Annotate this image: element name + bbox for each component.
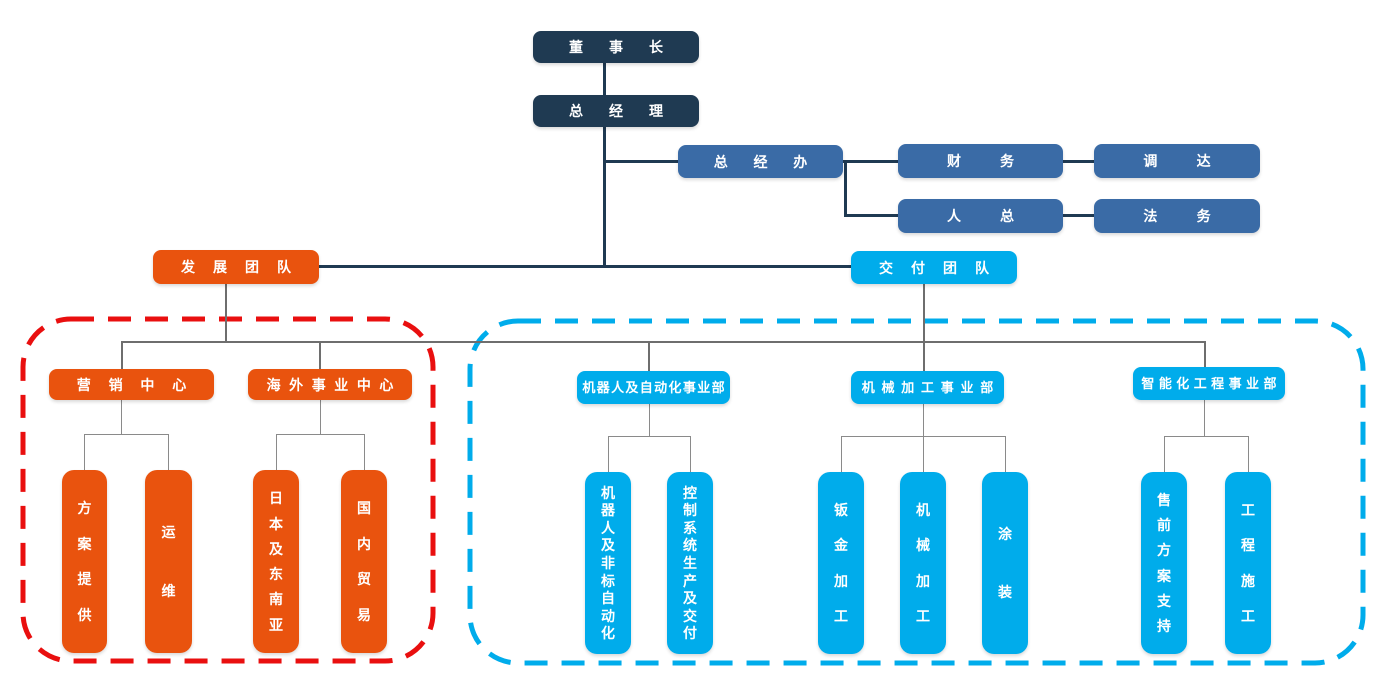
connector xyxy=(605,160,678,163)
node-overseas-business-center: 海外事业中心 xyxy=(248,369,412,400)
connector xyxy=(844,160,847,216)
development-group-frame xyxy=(20,316,436,664)
connector xyxy=(364,434,365,470)
connector xyxy=(608,436,609,472)
node-chairman: 董事长 xyxy=(533,31,699,63)
connector xyxy=(923,341,925,371)
node-legal: 法务 xyxy=(1094,199,1260,233)
connector xyxy=(1005,436,1006,472)
connector xyxy=(320,400,321,434)
node-painting: 涂装 xyxy=(982,472,1028,654)
connector xyxy=(1043,214,1094,217)
connector xyxy=(823,160,898,163)
node-general-manager: 总经理 xyxy=(533,95,699,127)
connector xyxy=(168,434,169,470)
node-procurement: 调达 xyxy=(1094,144,1260,178)
connector xyxy=(84,434,169,435)
connector xyxy=(844,214,898,217)
node-gm-office: 总经办 xyxy=(678,145,843,178)
node-japan-southeast-asia: 日本及东南亚 xyxy=(253,470,299,653)
node-hr: 人总 xyxy=(898,199,1063,233)
connector xyxy=(121,400,122,434)
node-presale-solution-support: 售前方案支持 xyxy=(1141,472,1187,654)
connector xyxy=(923,436,924,472)
node-machining-division: 机械加工事业部 xyxy=(851,371,1004,404)
connector xyxy=(608,436,691,437)
node-development-team: 发展团队 xyxy=(153,250,319,284)
connector xyxy=(319,341,321,369)
connector xyxy=(648,341,650,371)
connector xyxy=(84,434,85,470)
node-machining: 机械加工 xyxy=(900,472,946,654)
node-marketing-center: 营销中心 xyxy=(49,369,214,400)
node-operations-maintenance: 运维 xyxy=(145,470,192,653)
connector xyxy=(1204,341,1206,367)
connector xyxy=(690,436,691,472)
node-engineering-construction: 工程施工 xyxy=(1225,472,1271,654)
connector xyxy=(1043,160,1094,163)
node-control-system-production-delivery: 控制系统生产及交付 xyxy=(667,472,713,654)
connector xyxy=(923,284,925,342)
connector xyxy=(121,341,123,369)
node-intelligent-engineering-division: 智能化工程事业部 xyxy=(1133,367,1285,400)
connector xyxy=(1204,400,1205,436)
delivery-group-frame xyxy=(467,318,1366,666)
connector xyxy=(276,434,277,470)
connector xyxy=(649,404,650,436)
node-sheet-metal-processing: 钣金加工 xyxy=(818,472,864,654)
connector xyxy=(1164,436,1248,437)
node-robot-automation-division: 机器人及自动化事业部 xyxy=(577,371,730,404)
connector xyxy=(299,265,851,268)
connector xyxy=(603,127,606,267)
connector xyxy=(1248,436,1249,472)
node-finance: 财务 xyxy=(898,144,1063,178)
node-delivery-team: 交付团队 xyxy=(851,251,1017,284)
connector xyxy=(1164,436,1165,472)
connector xyxy=(121,341,1206,343)
connector xyxy=(603,63,606,96)
node-domestic-trade: 国内贸易 xyxy=(341,470,387,653)
node-robot-nonstandard-automation: 机器人及非标自动化 xyxy=(585,472,631,654)
connector xyxy=(225,284,227,342)
connector xyxy=(923,404,924,436)
connector xyxy=(276,434,364,435)
node-solution-provision: 方案提供 xyxy=(62,470,107,653)
connector xyxy=(841,436,842,472)
